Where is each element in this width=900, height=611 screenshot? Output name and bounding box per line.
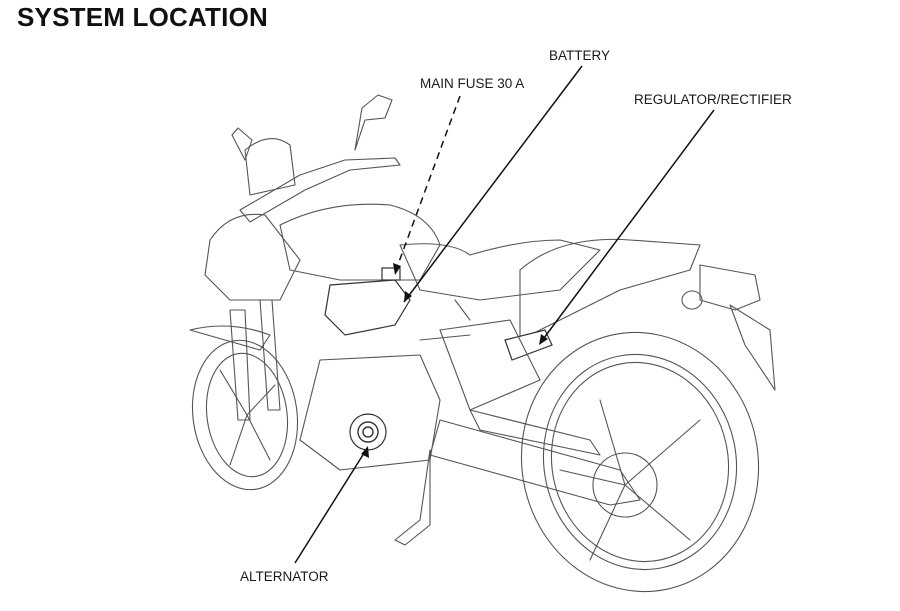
tail-section — [519, 238, 776, 391]
fuse-arrowhead — [393, 263, 401, 275]
battery-arrowhead — [404, 291, 412, 302]
alternator-part — [349, 413, 387, 451]
mirror-right — [354, 94, 393, 151]
front-fork — [229, 299, 281, 421]
alternator-leader — [294, 449, 367, 564]
fuse-leader — [395, 95, 461, 271]
regulator-rectifier-label: REGULATOR/RECTIFIER — [634, 92, 792, 107]
front-fairing — [189, 213, 301, 351]
front-wheel — [191, 339, 299, 491]
battery-leader — [403, 65, 583, 303]
page-title: SYSTEM LOCATION — [17, 2, 268, 32]
regulator-arrowhead — [539, 334, 548, 345]
windscreen — [244, 138, 296, 196]
side-stand — [394, 449, 431, 546]
rear-wheel — [520, 331, 760, 593]
regulator-leader — [540, 109, 715, 343]
handlebar — [239, 157, 401, 223]
alternator-label: ALTERNATOR — [240, 569, 329, 584]
fuel-tank — [279, 203, 441, 281]
battery-part — [324, 279, 411, 336]
battery-label: BATTERY — [549, 48, 611, 63]
alternator-arrowhead — [361, 446, 369, 458]
engine-block — [299, 354, 441, 471]
regulator-rectifier-part — [504, 329, 553, 361]
mirror-left — [231, 127, 253, 161]
main-fuse-label: MAIN FUSE 30 A — [420, 76, 525, 91]
seat — [399, 239, 601, 301]
